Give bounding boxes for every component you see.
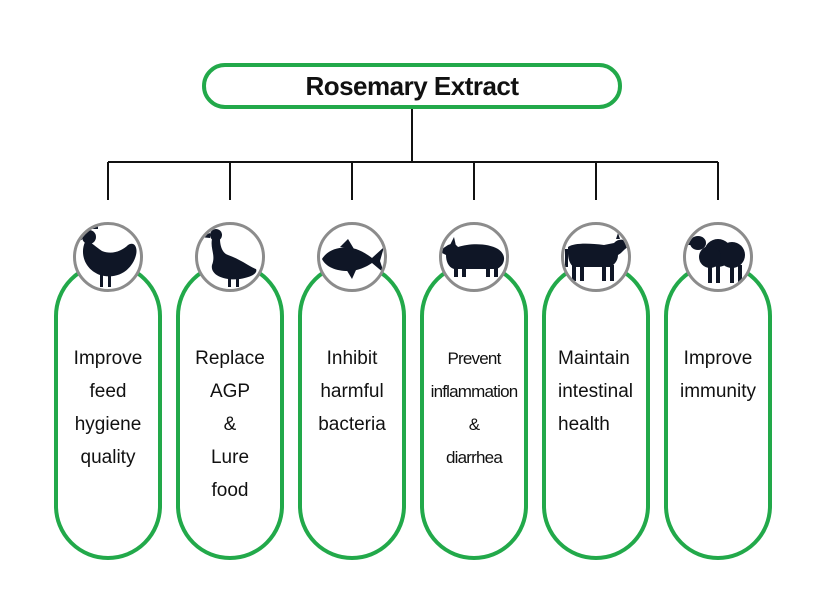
benefit-text-1: Improve feed hygiene quality [73, 348, 143, 468]
pig-icon [439, 222, 509, 292]
duck-icon [195, 222, 265, 292]
chicken-icon [73, 222, 143, 292]
root-node-title: Rosemary Extract [202, 63, 622, 109]
benefit-text-4: Prevent inflammation & diarrhea [430, 349, 519, 467]
benefit-card-3: Inhibit harmful bacteria [298, 262, 406, 560]
benefit-card-2: Replace AGP & Lure food [176, 262, 284, 560]
fish-icon [317, 222, 387, 292]
sheep-icon [683, 222, 753, 292]
benefit-card-4: Prevent inflammation & diarrhea [420, 262, 528, 560]
benefit-text-2: Replace AGP & Lure food [195, 348, 265, 501]
benefit-text-3: Inhibit harmful bacteria [318, 348, 386, 435]
benefit-card-1: Improve feed hygiene quality [54, 262, 162, 560]
benefit-card-6: Improve immunity [664, 262, 772, 560]
benefit-text-6: Improve immunity [679, 348, 756, 402]
benefit-card-5: Maintain intestinal health [542, 262, 650, 560]
cow-icon [561, 222, 631, 292]
benefit-text-5: Maintain intestinal health [558, 348, 633, 435]
